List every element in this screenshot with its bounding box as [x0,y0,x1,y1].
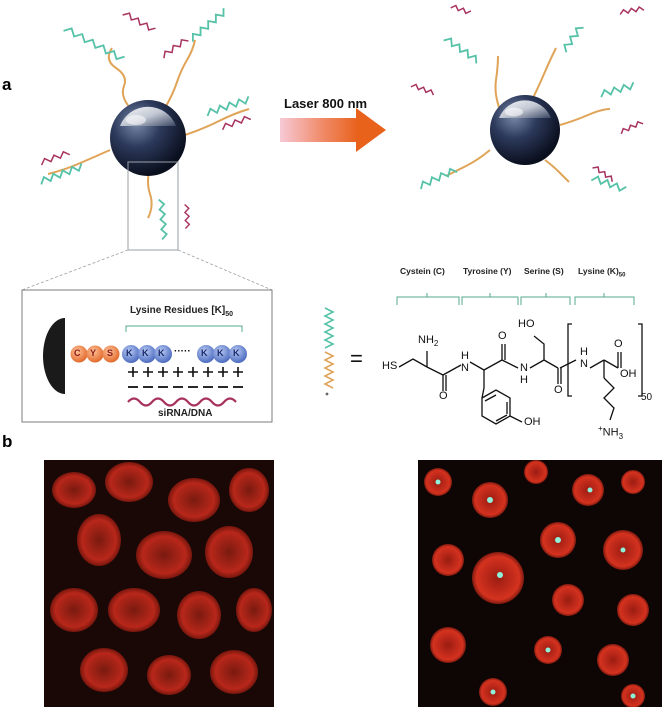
chem-nh2-text: NH [418,334,434,346]
residue-label-lysine-text: Lysine (K) [578,266,619,276]
sirna-dna-label: siRNA/DNA [158,408,213,419]
right-nanoparticle-assembly [410,4,645,193]
chem-nh3-text: NH [602,426,619,439]
chem-nh3-plus: + [598,424,603,433]
micrograph-before [44,460,274,707]
lysine-residues-title-text: Lysine Residues [K] [130,305,226,316]
chem-ho: HO [518,318,535,330]
peptide-strand-gold [323,351,335,389]
residue-label-tyrosine: Tyrosine (Y) [463,266,512,276]
cys-letter-y: Y [90,348,97,358]
schematic-illustration [21,4,645,425]
positive-charges [128,367,243,377]
equals-sign: = [350,346,363,371]
micrograph-after [418,460,662,707]
chem-nh3-sub: 3 [618,431,624,441]
chem-nh2-sub: 2 [433,339,439,349]
chem-nh3: +NH3 [598,424,623,441]
chem-nh-3-n: N [580,358,588,370]
residue-label-serine: Serine (S) [524,266,564,276]
micrograph-after-cells [418,460,662,707]
chem-tyr-oh: OH [524,416,541,428]
chem-nh-1-n: N [461,362,469,374]
chem-nh-2-h: H [520,374,528,386]
lys-letter-5: K [217,348,224,358]
chemical-structure [398,323,643,425]
chem-o-1: O [439,390,448,402]
chem-nh-2-n: N [520,362,528,374]
chem-hs: HS [382,360,398,372]
lysine-residues-subscript: 50 [225,311,234,318]
lys-letter-3: K [158,348,165,358]
left-nanoparticle-assembly [21,8,273,291]
lys-letter-1: K [126,348,133,358]
lys-letter-2: K [142,348,149,358]
peptide-strand-teal [323,307,335,349]
chem-o-2: O [498,330,507,342]
lysine-ellipsis: ····· [174,346,191,357]
laser-label: Laser 800 nm [284,96,368,111]
lys-letter-4: K [201,348,208,358]
residue-label-lysine-sub: 50 [618,272,626,279]
residue-label-lysine: Lysine (K)50 [578,266,625,279]
lysine-residues-title: Lysine Residues [K]50 [130,305,233,318]
residue-label-cysteine: Cystein (C) [400,266,445,276]
cys-letter-s: S [107,348,114,358]
cys-letter-c: C [74,348,81,358]
panel-label-a: a [2,75,12,94]
chem-repeat-count: 50 [641,392,653,403]
chem-oh: OH [620,368,637,380]
lysine-bracket [125,325,243,332]
chem-o-3: O [554,384,563,396]
chem-nh2: NH2 [418,334,438,348]
inset-particle-edge [43,318,65,394]
lys-letter-6: K [233,348,240,358]
micrograph-before-cells [44,460,274,707]
laser-arrow [280,108,386,152]
chem-o-4: O [614,338,623,350]
chem-nh-1-h: H [461,350,469,362]
panel-label-b: b [2,432,13,451]
sirna-wave [127,397,237,407]
chem-nh-3-h: H [580,346,588,358]
residue-braces [396,293,635,305]
